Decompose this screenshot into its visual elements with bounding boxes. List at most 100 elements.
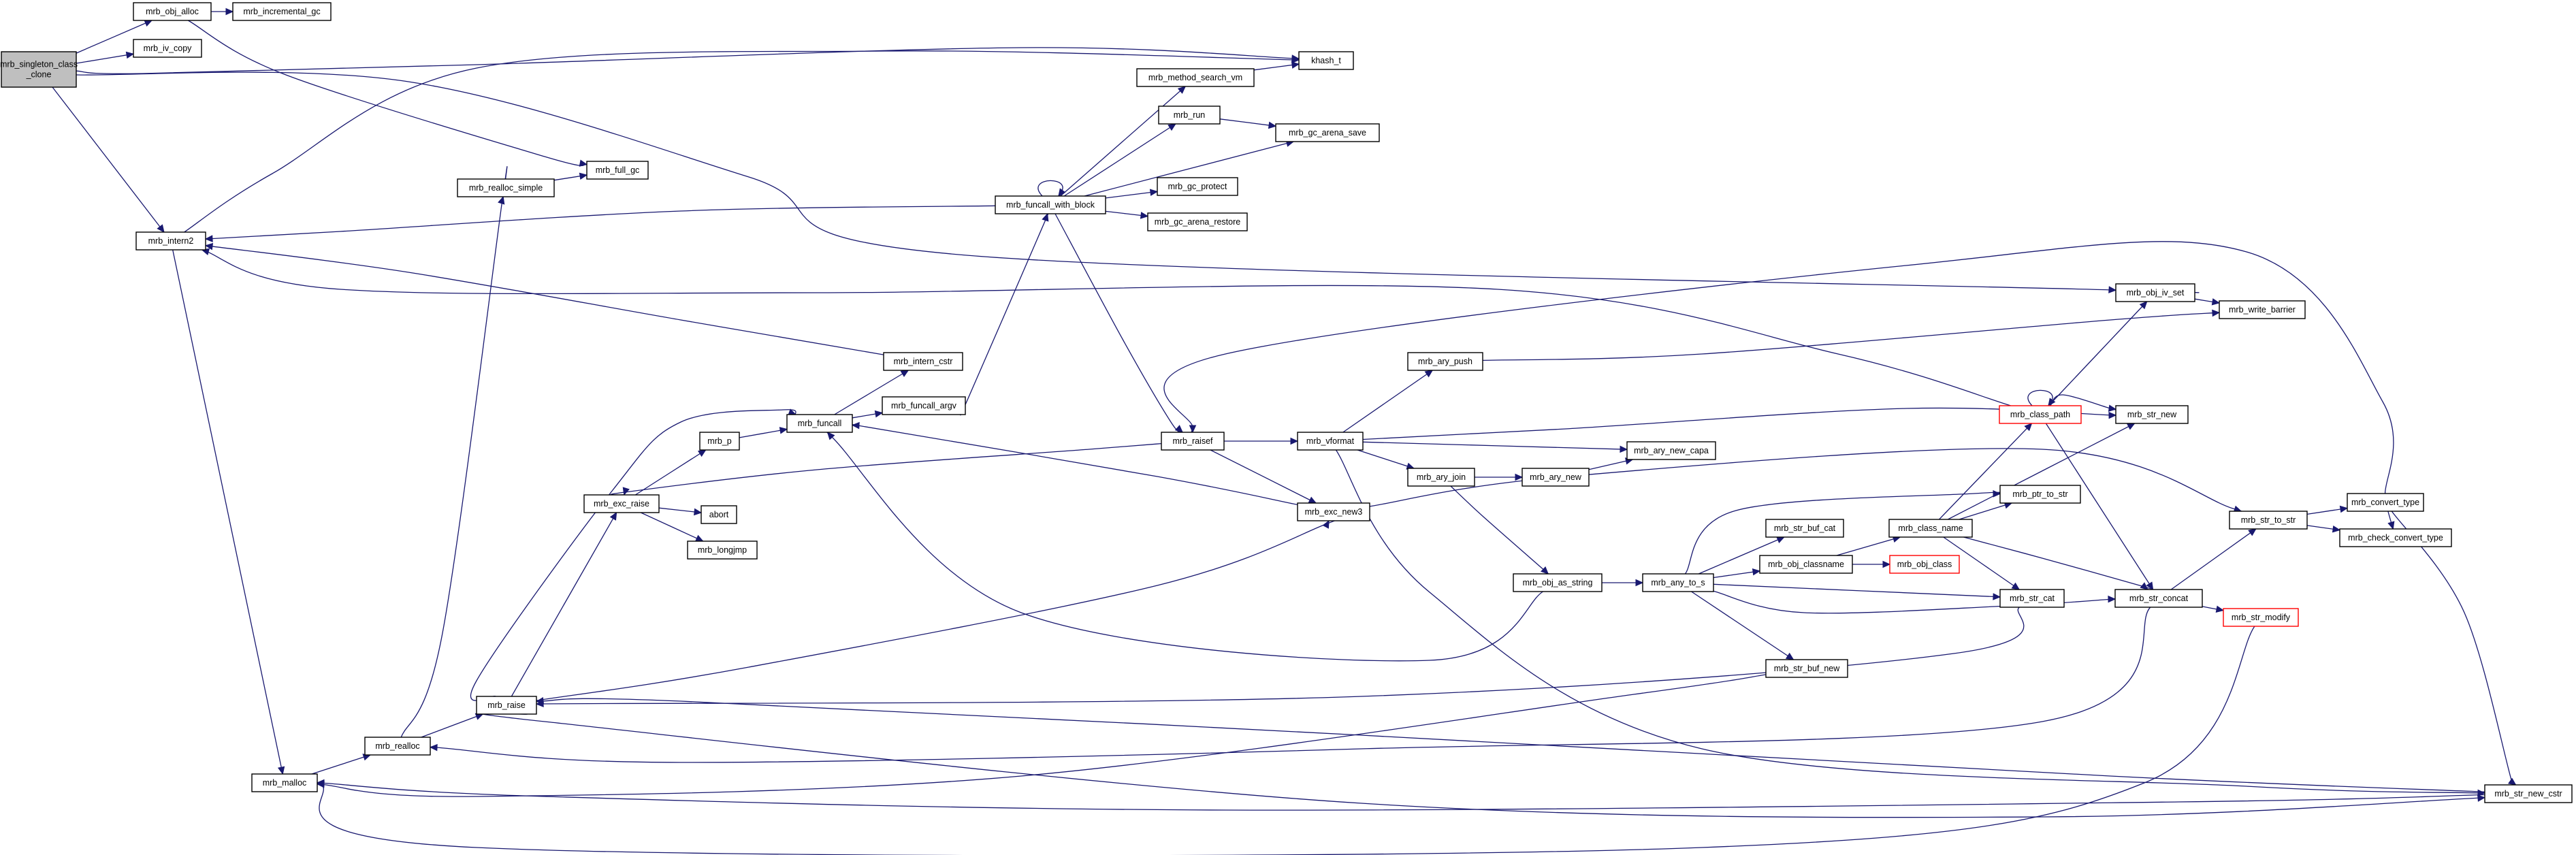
node-label: mrb_obj_iv_set xyxy=(2127,288,2185,297)
node-ary-new-capa[interactable]: mrb_ary_new_capa xyxy=(1626,441,1716,460)
arrowhead xyxy=(609,511,617,521)
node-check-convert[interactable]: mrb_check_convert_type xyxy=(2339,528,2452,547)
node-singleton[interactable]: mrb_singleton_class_clone xyxy=(0,51,78,88)
edge-line xyxy=(641,512,703,542)
node-longjmp[interactable]: mrb_longjmp xyxy=(687,541,758,560)
edge-method-search-to-khash xyxy=(1253,61,1300,71)
edge-vformat-to-ary-new-capa xyxy=(1362,441,1628,453)
node-str-concat[interactable]: mrb_str_concat xyxy=(2114,589,2203,608)
node-any-to-s[interactable]: mrb_any_to_s xyxy=(1642,573,1714,592)
node-label: mrb_raisef xyxy=(1172,436,1213,446)
node-obj-iv-set[interactable]: mrb_obj_iv_set xyxy=(2115,283,2195,302)
arrowhead xyxy=(1290,437,1299,445)
node-str-to-str[interactable]: mrb_str_to_str xyxy=(2229,511,2308,530)
edge-raisef-to-exc-raise xyxy=(610,442,1162,496)
arrowhead xyxy=(2126,423,2136,430)
node-mrb-malloc[interactable]: mrb_malloc xyxy=(251,773,318,792)
node-write-barrier[interactable]: mrb_write_barrier xyxy=(2219,300,2306,319)
arrowhead xyxy=(1291,56,1300,64)
edge-exc-raise-to-mrb-p xyxy=(634,449,707,496)
node-convert-type[interactable]: mrb_convert_type xyxy=(2347,493,2424,512)
node-str-new-cstr[interactable]: mrb_str_new_cstr xyxy=(2484,784,2573,803)
node-intern2[interactable]: mrb_intern2 xyxy=(135,231,206,251)
edge-vformat-to-ary-push xyxy=(1342,370,1434,433)
node-label: mrb_gc_protect xyxy=(1168,182,1227,191)
node-str-buf-cat[interactable]: mrb_str_buf_cat xyxy=(1765,519,1844,538)
node-full-gc[interactable]: mrb_full_gc xyxy=(586,161,649,180)
node-arena-restore[interactable]: mrb_gc_arena_restore xyxy=(1147,212,1248,231)
edge-raisef-to-exc-new3 xyxy=(1210,449,1317,504)
node-mrb-p[interactable]: mrb_p xyxy=(699,432,740,451)
node-mrb-realloc[interactable]: mrb_realloc xyxy=(364,737,431,756)
node-arena-save[interactable]: mrb_gc_arena_save xyxy=(1275,123,1380,142)
node-box xyxy=(2484,784,2573,803)
edge-run-to-arena-save xyxy=(1219,118,1277,129)
node-str-modify[interactable]: mrb_str_modify xyxy=(2223,608,2299,627)
node-obj-class[interactable]: mrb_obj_class xyxy=(1889,555,1960,574)
node-exc-raise[interactable]: mrb_exc_raise xyxy=(583,494,660,513)
arrowhead xyxy=(826,432,835,440)
edge-line xyxy=(1482,312,2220,361)
edge-line xyxy=(1084,141,1294,197)
node-class-name[interactable]: mrb_class_name xyxy=(1888,519,1973,538)
edge-funcall-block-to-arena-restore xyxy=(1105,210,1149,219)
node-label: mrb_str_modify xyxy=(2232,613,2291,622)
node-ptr-to-str[interactable]: mrb_ptr_to_str xyxy=(1999,485,2081,504)
edge-intern2-to-khash xyxy=(184,50,1300,233)
edge-line xyxy=(307,674,1767,797)
node-box xyxy=(1889,555,1960,574)
node-intern-cstr[interactable]: mrb_intern_cstr xyxy=(883,352,963,371)
node-str-buf-new[interactable]: mrb_str_buf_new xyxy=(1765,659,1848,678)
graph-edges xyxy=(52,7,2517,855)
node-str-new[interactable]: mrb_str_new xyxy=(2115,405,2189,424)
edge-line xyxy=(1369,448,2251,515)
arrowhead xyxy=(2212,309,2221,317)
node-obj-classname[interactable]: mrb_obj_classname xyxy=(1759,555,1853,574)
node-label: mrb_class_path xyxy=(2010,410,2070,419)
edge-ary-new-to-ary-new-capa xyxy=(1588,457,1634,470)
node-vformat[interactable]: mrb_vformat xyxy=(1297,432,1364,451)
node-iv-copy[interactable]: mrb_iv_copy xyxy=(133,39,202,58)
edge-convert-type-to-str-new-cstr xyxy=(2391,511,2517,796)
node-obj-as-string[interactable]: mrb_obj_as_string xyxy=(1513,573,1603,592)
node-box xyxy=(1297,432,1364,451)
node-obj-alloc[interactable]: mrb_obj_alloc xyxy=(133,2,212,21)
arrowhead xyxy=(1168,123,1176,131)
edge-line xyxy=(52,71,2200,293)
node-str-cat[interactable]: mrb_str_cat xyxy=(1999,589,2065,608)
node-raisef[interactable]: mrb_raisef xyxy=(1161,432,1225,451)
node-funcall-argv[interactable]: mrb_funcall_argv xyxy=(882,396,966,415)
node-ary-push[interactable]: mrb_ary_push xyxy=(1407,352,1483,371)
node-mrb-raise[interactable]: mrb_raise xyxy=(476,696,537,715)
edge-obj-classname-to-class-name xyxy=(1836,535,1901,556)
node-box xyxy=(1626,441,1716,460)
node-box xyxy=(2223,608,2299,627)
node-abort[interactable]: abort xyxy=(701,505,737,524)
node-exc-new3[interactable]: mrb_exc_new3 xyxy=(1297,502,1370,521)
node-inc-gc[interactable]: mrb_incremental_gc xyxy=(232,2,332,21)
node-realloc-simple[interactable]: mrb_realloc_simple xyxy=(457,178,555,197)
node-funcall[interactable]: mrb_funcall xyxy=(786,414,853,433)
edge-str-concat-to-str-modify xyxy=(2202,605,2225,613)
node-box xyxy=(364,737,431,756)
edge-obj-classname-to-obj-class xyxy=(1852,560,1891,568)
edge-line xyxy=(1450,485,1551,577)
node-gc-protect[interactable]: mrb_gc_protect xyxy=(1157,177,1238,196)
node-run[interactable]: mrb_run xyxy=(1158,106,1221,125)
node-funcall-block[interactable]: mrb_funcall_with_block xyxy=(995,195,1106,214)
node-method-search[interactable]: mrb_method_search_vm xyxy=(1136,68,1255,87)
arrowhead xyxy=(2215,605,2225,613)
node-class-path[interactable]: mrb_class_path xyxy=(1999,405,2082,424)
edge-str-to-str-to-check-convert xyxy=(2306,525,2341,533)
edge-line xyxy=(76,53,134,64)
node-ary-join[interactable]: mrb_ary_join xyxy=(1407,468,1475,487)
node-ary-new[interactable]: mrb_ary_new xyxy=(1522,468,1590,487)
node-khash[interactable]: khash_t xyxy=(1298,51,1354,70)
edge-line xyxy=(1939,423,2032,520)
node-label: khash_t xyxy=(1311,56,1341,65)
edge-funcall-block-to-method-search xyxy=(1060,86,1187,197)
arrowhead xyxy=(2108,404,2117,412)
edge-singleton-to-iv-copy xyxy=(76,51,135,64)
edge-line xyxy=(527,698,2485,792)
